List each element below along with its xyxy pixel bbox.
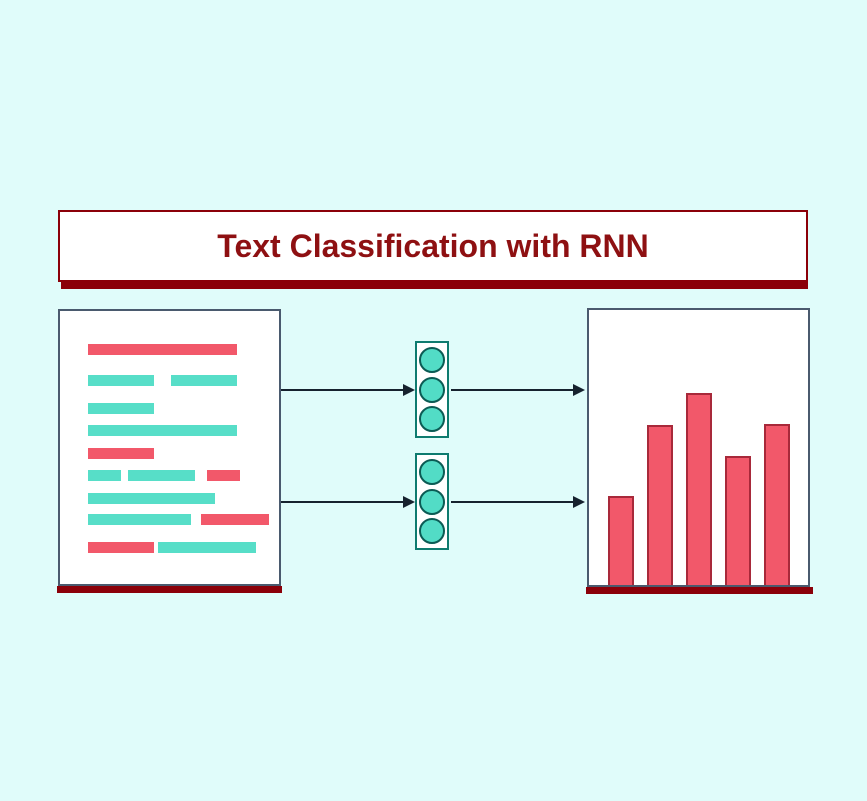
chart-panel — [587, 308, 810, 587]
document-panel-shadow — [57, 586, 282, 593]
text-line — [88, 403, 154, 414]
text-line-highlight — [88, 448, 154, 459]
arrow-right-icon — [451, 496, 585, 508]
rnn-cell-circle — [419, 518, 445, 545]
rnn-cell-stack — [415, 453, 449, 550]
arrow-right-icon — [281, 496, 415, 508]
page-title: Text Classification with RNN — [217, 227, 649, 264]
text-line — [88, 470, 121, 481]
text-line — [128, 470, 195, 481]
arrow-right-icon — [281, 384, 415, 396]
rnn-cell-circle — [419, 458, 445, 485]
arrow-right-icon — [451, 384, 585, 396]
title-banner: Text Classification with RNN — [58, 210, 808, 282]
text-line — [88, 425, 237, 436]
rnn-cell-circle — [419, 406, 445, 433]
text-line — [171, 375, 237, 386]
text-line — [158, 542, 256, 553]
text-line — [88, 514, 191, 525]
rnn-cell-circle — [419, 376, 445, 403]
chart-bar — [608, 496, 634, 585]
text-line-highlight — [201, 514, 269, 525]
text-line-highlight — [207, 470, 240, 481]
text-line-highlight — [88, 344, 237, 355]
rnn-cell-circle — [419, 346, 445, 373]
chart-bar — [647, 425, 673, 585]
text-line — [88, 375, 154, 386]
text-line-highlight — [88, 542, 154, 553]
title-banner-shadow — [61, 281, 808, 289]
rnn-cell-circle — [419, 488, 445, 515]
rnn-cell-stack — [415, 341, 449, 438]
chart-bar — [725, 456, 751, 585]
text-line — [88, 493, 215, 504]
chart-panel-shadow — [586, 587, 813, 594]
chart-bar — [764, 424, 790, 585]
chart-bar — [686, 393, 712, 585]
document-panel — [58, 309, 281, 586]
